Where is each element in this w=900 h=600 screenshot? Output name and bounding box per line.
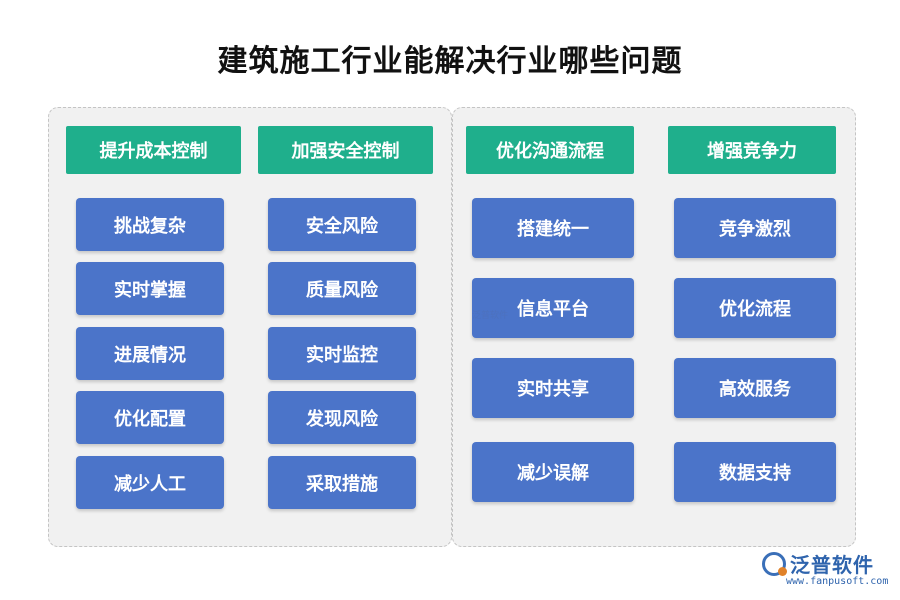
column-header: 加强安全控制 xyxy=(258,126,433,174)
column-item: 信息平台 xyxy=(472,278,634,338)
column-item: 优化流程 xyxy=(674,278,836,338)
brand-logo: 泛普软件 www.fanpusoft.com xyxy=(762,548,888,592)
logo-url: www.fanpusoft.com xyxy=(786,576,889,587)
column-item: 发现风险 xyxy=(268,391,416,444)
column-header: 优化沟通流程 xyxy=(466,126,634,174)
logo-name: 泛普软件 xyxy=(790,553,874,577)
column-item: 竞争激烈 xyxy=(674,198,836,258)
column-item: 搭建统一 xyxy=(472,198,634,258)
column-item: 优化配置 xyxy=(76,391,224,444)
column-header: 增强竞争力 xyxy=(668,126,836,174)
column-item: 挑战复杂 xyxy=(76,198,224,251)
column-item: 实时监控 xyxy=(268,327,416,380)
logo-icon xyxy=(762,552,787,576)
column-header: 提升成本控制 xyxy=(66,126,241,174)
page-title: 建筑施工行业能解决行业哪些问题 xyxy=(217,44,683,79)
column-item: 实时掌握 xyxy=(76,262,224,315)
column-item: 采取措施 xyxy=(268,456,416,509)
column-item: 减少误解 xyxy=(472,442,634,502)
column-item: 安全风险 xyxy=(268,198,416,251)
watermark: 泛普软件 xyxy=(472,311,509,321)
column-item: 质量风险 xyxy=(268,262,416,315)
column-item: 数据支持 xyxy=(674,442,836,502)
column-item: 减少人工 xyxy=(76,456,224,509)
column-item: 高效服务 xyxy=(674,358,836,418)
column-item: 进展情况 xyxy=(76,327,224,380)
column-item: 实时共享 xyxy=(472,358,634,418)
